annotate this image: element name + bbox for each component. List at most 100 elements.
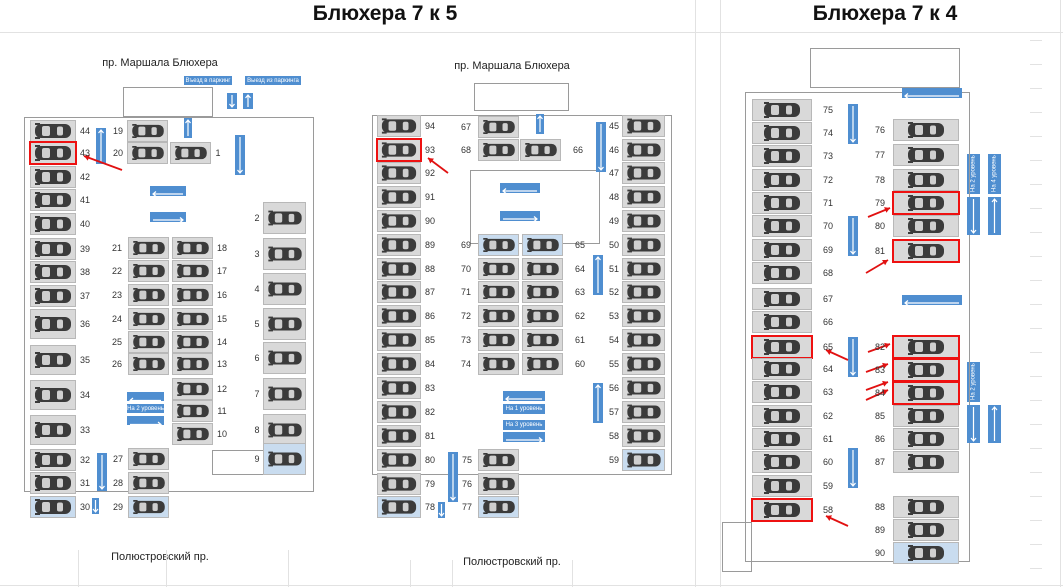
direction-arrow-down-icon [97, 453, 107, 491]
direction-arrow-left-icon [503, 391, 545, 402]
direction-arrow-down-icon [848, 104, 858, 144]
parking-spot-89 [893, 519, 959, 541]
direction-arrow-up-icon [184, 118, 192, 138]
spot-number: 88 [874, 502, 886, 512]
spot-number: 58 [822, 505, 834, 515]
parking-spot-76 [893, 119, 959, 141]
car-icon [132, 500, 165, 514]
car-icon [176, 427, 209, 441]
car-icon [381, 189, 417, 205]
spot-number: 73 [460, 335, 472, 345]
spot-number: 83 [874, 365, 886, 375]
grid-line [695, 0, 696, 587]
car-icon [526, 309, 559, 323]
spot-number: 18 [216, 243, 228, 253]
car-icon [908, 408, 944, 424]
spot-number: 69 [460, 240, 472, 250]
parking-spot-44 [30, 120, 76, 142]
car-icon [526, 285, 559, 299]
car-icon [176, 382, 209, 396]
spot-number: 35 [79, 355, 91, 365]
car-icon [267, 451, 302, 467]
car-icon [626, 284, 661, 300]
spot-number: 46 [608, 145, 620, 155]
spot-number: 90 [424, 216, 436, 226]
spot-number: 33 [79, 425, 91, 435]
car-icon [626, 237, 661, 253]
parking-spot-85 [377, 329, 421, 351]
parking-spot-61 [522, 329, 563, 351]
spot-number: 62 [822, 411, 834, 421]
parking-spot-78 [893, 169, 959, 191]
parking-spot-53 [622, 305, 665, 327]
car-icon [267, 350, 302, 366]
spot-number: 63 [822, 387, 834, 397]
car-icon [132, 241, 165, 255]
grid-line [1030, 400, 1042, 401]
plan-title-k4: Блюхера 7 к 4 [812, 2, 958, 25]
car-icon [764, 454, 800, 470]
wall-outline [722, 522, 752, 572]
spot-number: 84 [424, 359, 436, 369]
car-icon [526, 238, 559, 252]
parking-spot-60 [752, 451, 812, 473]
parking-spot-86 [377, 305, 421, 327]
parking-spot-43 [29, 141, 77, 165]
spot-number: 43 [79, 148, 91, 158]
parking-spot-50 [622, 234, 665, 256]
grid-line [1030, 88, 1042, 89]
car-icon [176, 404, 209, 418]
grid-line [1030, 112, 1042, 113]
direction-arrow-left-icon [150, 186, 186, 197]
car-icon [482, 309, 515, 323]
car-icon [35, 452, 71, 468]
exit-sign: Выезд из паркинга [245, 76, 301, 85]
parking-spot-93 [376, 138, 422, 162]
car-icon [35, 145, 71, 161]
parking-spot-46 [622, 139, 665, 161]
parking-spot-61 [752, 428, 812, 450]
direction-arrow-left-icon [500, 183, 540, 194]
parking-spot-11 [172, 400, 213, 422]
spot-number: 10 [216, 429, 228, 439]
parking-spot-40 [30, 213, 76, 235]
car-icon [908, 385, 944, 401]
direction-arrow-up-icon [243, 93, 253, 109]
grid-line [1030, 544, 1042, 545]
parking-spot-84 [892, 381, 960, 405]
direction-arrow-up-icon [988, 197, 1001, 235]
spot-number: 76 [461, 479, 473, 489]
grid-line [1030, 568, 1042, 569]
spot-number: 3 [254, 249, 260, 259]
car-icon [908, 122, 944, 138]
spot-number: 65 [822, 342, 834, 352]
spot-number: 66 [572, 145, 584, 155]
level-sign: На 3 уровень [503, 420, 545, 430]
parking-spot-82 [377, 401, 421, 423]
wall-outline [470, 170, 600, 244]
car-icon [482, 453, 515, 467]
car-icon [764, 265, 800, 281]
car-icon [626, 404, 661, 420]
spot-number: 26 [111, 359, 123, 369]
spot-number: 72 [822, 175, 834, 185]
parking-spot-1 [170, 142, 211, 164]
parking-spot-2 [263, 202, 306, 234]
parking-spot-51 [622, 258, 665, 280]
spot-number: 77 [461, 502, 473, 512]
parking-spot-77 [478, 496, 519, 518]
car-icon [764, 361, 800, 377]
parking-spot-83 [892, 358, 960, 382]
direction-arrow-down-icon [227, 93, 237, 109]
parking-spot-32 [30, 449, 76, 471]
car-icon [908, 218, 944, 234]
car-icon [381, 452, 417, 468]
grid-line [288, 550, 289, 587]
spot-number: 48 [608, 192, 620, 202]
parking-spot-30 [30, 496, 76, 518]
spot-number: 77 [874, 150, 886, 160]
spot-number: 42 [79, 172, 91, 182]
parking-spot-59 [752, 475, 812, 497]
spot-number: 81 [874, 246, 886, 256]
spot-number: 64 [574, 264, 586, 274]
